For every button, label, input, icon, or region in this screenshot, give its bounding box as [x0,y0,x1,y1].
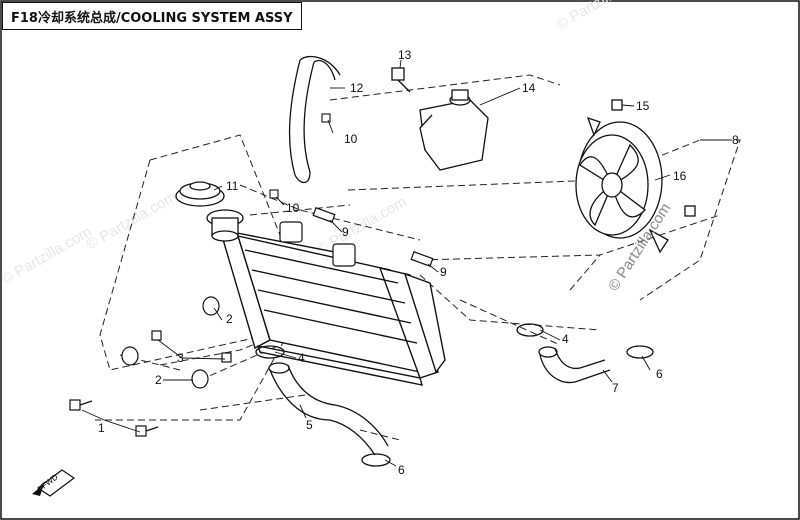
callout-15: 15 [636,99,650,113]
outlet-hose-7 [516,323,654,384]
callout-7: 7 [612,381,619,395]
fwd-arrow-icon: FWD [32,469,76,497]
callout-8: 8 [732,133,739,147]
clips-10 [269,113,331,199]
callout-4-left: 4 [298,351,305,365]
radiator-core [221,231,446,386]
callout-12: 12 [350,81,364,95]
callout-11: 11 [226,179,239,193]
radiator-brackets [121,207,434,389]
callout-2-lower: 2 [155,373,162,387]
upper-hose-12 [288,55,341,184]
callout-6-right: 6 [656,367,663,381]
callout-10-lower: 10 [286,201,300,215]
callout-6-left: 6 [398,463,405,477]
diagram-title-box: F18冷却系统总成/COOLING SYSTEM ASSY [2,2,302,30]
callout-numbers: 1 2 2 3 4 4 5 6 6 7 8 9 9 10 10 11 12 13… [98,48,739,477]
callout-1: 1 [98,421,105,435]
callout-9-left: 9 [342,225,349,239]
watermark-faint-mid: © Partzilla.com [84,188,180,253]
lower-hose-5 [255,345,391,467]
callout-13: 13 [398,48,412,62]
callout-14: 14 [522,81,536,95]
callout-2-upper: 2 [226,312,233,326]
coolant-reservoir-14 [391,67,489,171]
callout-16: 16 [673,169,687,183]
callout-9-right: 9 [440,265,447,279]
callout-4-right: 4 [562,332,569,346]
bolts-1 [69,399,159,437]
callout-5: 5 [306,418,313,432]
cooling-fan-16 [575,99,696,254]
watermark-faint-left: © Partzilla.com [0,223,95,288]
leader-lines [81,59,728,467]
watermark-faint-center: © Partzilla.com [314,193,410,258]
callout-10-upper: 10 [344,132,358,146]
radiator-cap-11 [175,181,244,242]
callout-3: 3 [177,351,184,365]
watermark-faint-top: © Partzilla.com [554,0,650,33]
diagram-title: F18冷却系统总成/COOLING SYSTEM ASSY [11,10,293,26]
